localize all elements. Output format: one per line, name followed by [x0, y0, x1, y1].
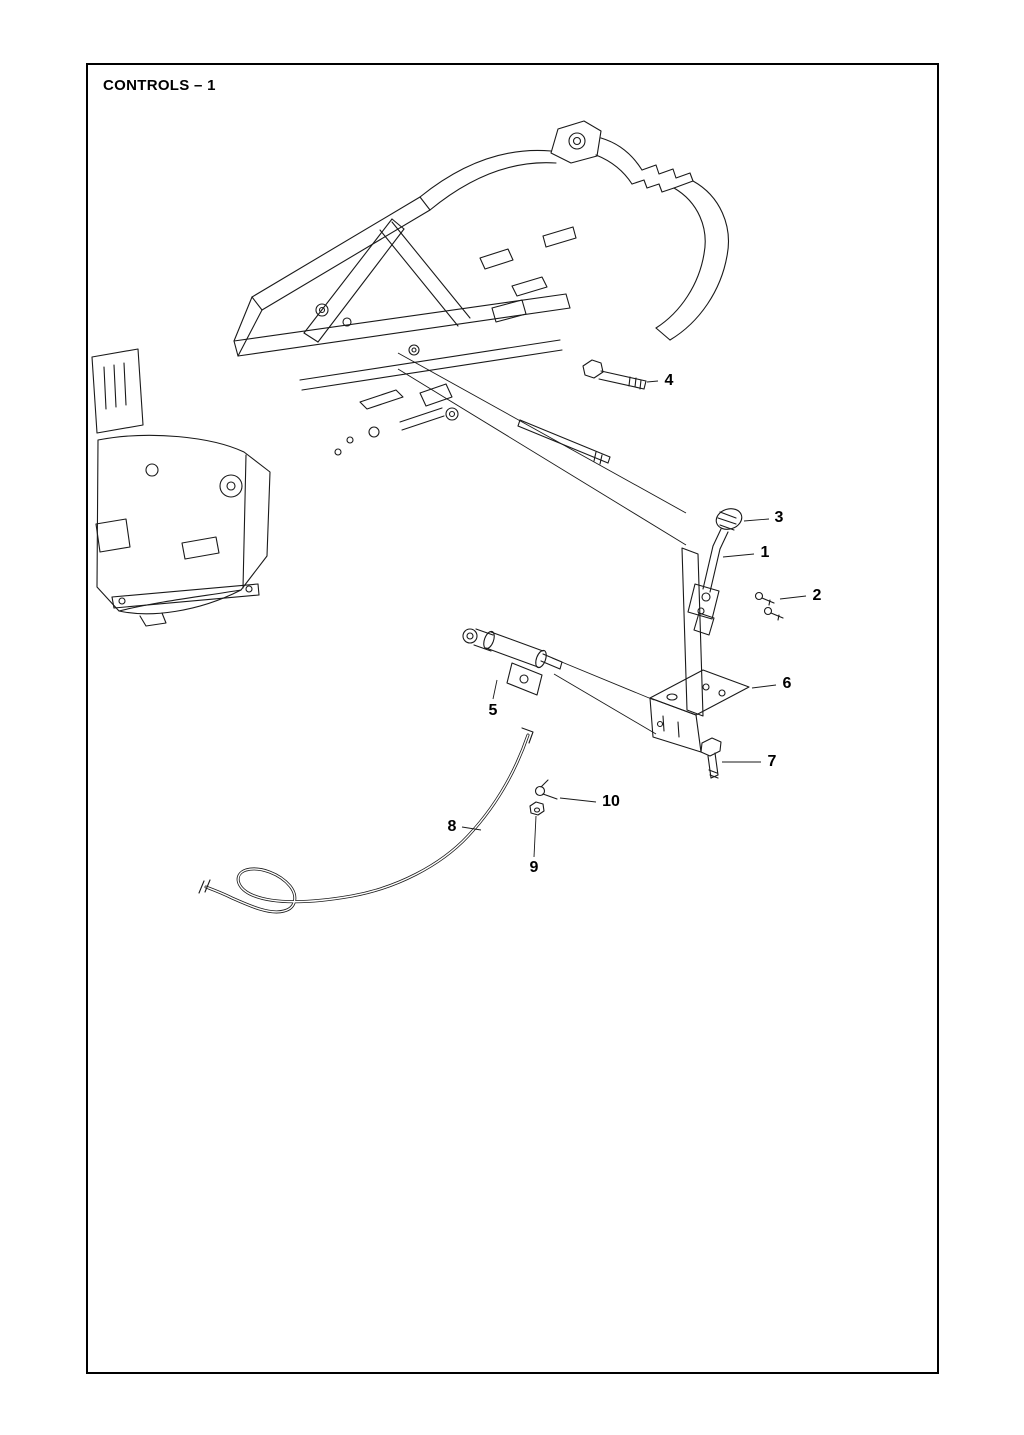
lever-part-1	[681, 545, 721, 717]
leader-line-3	[743, 518, 770, 522]
leader-line-8	[461, 826, 482, 831]
screws-part-2	[754, 591, 784, 621]
callout-label-6: 6	[782, 675, 792, 692]
callout-label-3: 3	[774, 509, 784, 526]
leader-line-9	[533, 815, 537, 858]
callout-label-7: 7	[767, 753, 777, 770]
leader-lines	[461, 380, 807, 858]
leader-line-5	[492, 679, 498, 700]
callout-label-1: 1	[760, 544, 770, 561]
bolt-part-4	[582, 359, 647, 390]
leader-line-1	[722, 553, 755, 558]
damper-part-5	[462, 628, 563, 696]
callout-label-9: 9	[529, 859, 539, 876]
leader-line-10	[559, 797, 597, 803]
leader-line-4	[646, 380, 659, 383]
frame-drawing	[91, 120, 729, 627]
leader-line-6	[751, 684, 777, 689]
callout-label-10: 10	[602, 793, 620, 810]
bracket-part-6	[649, 669, 750, 753]
knob-part-3	[712, 508, 743, 550]
callout-label-2: 2	[812, 587, 822, 604]
bolt-part-7	[700, 737, 722, 779]
callout-label-5: 5	[488, 702, 498, 719]
nut-part-9	[529, 801, 545, 816]
leader-line-2	[779, 595, 807, 600]
cable-part-8	[198, 727, 534, 914]
clip-part-10	[534, 779, 558, 800]
page-border	[86, 63, 939, 1374]
projection-lines	[397, 352, 687, 735]
callout-label-8: 8	[447, 818, 457, 835]
callout-label-4: 4	[664, 372, 674, 389]
page-title: CONTROLS – 1	[103, 77, 216, 94]
